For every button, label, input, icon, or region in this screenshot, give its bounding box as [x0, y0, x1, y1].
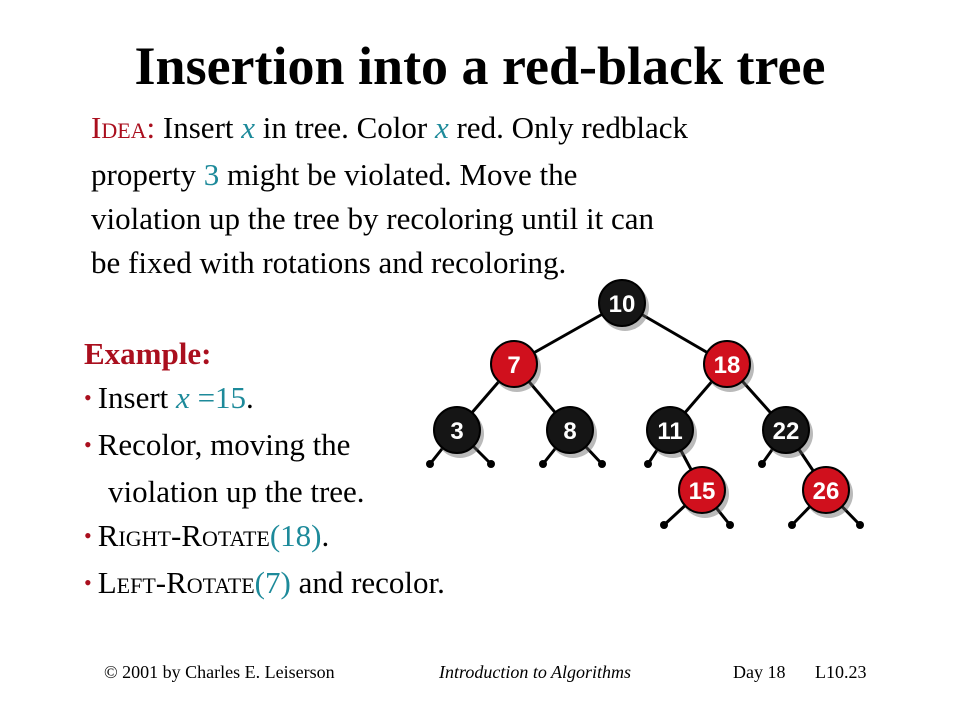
bullet-insert-value: =15: [189, 380, 247, 415]
node-key: 22: [773, 418, 800, 445]
left-rotate-otate: OTATE: [186, 573, 255, 598]
nil-leaf: [487, 460, 495, 468]
bullet-glyph: •: [84, 432, 92, 457]
idea-label-colon: :: [146, 110, 156, 145]
nil-leaf: [758, 460, 766, 468]
nil-leaf: [539, 460, 547, 468]
left-rotate-r: R: [166, 565, 187, 600]
left-rotate-l: L: [97, 565, 117, 600]
bullet-insert: •Insert x =15.: [84, 376, 445, 423]
tree-node-10: 10: [598, 279, 649, 331]
tree-node-8: 8: [546, 406, 597, 458]
bullet-glyph: •: [84, 385, 92, 410]
idea-line-2: property 3 might be violated. Move the: [91, 153, 851, 197]
bullet-recolor-continued: violation up the tree.: [108, 474, 365, 509]
idea-line-1: IDEA: Insert x in tree. Color x red. Onl…: [91, 106, 851, 153]
idea-text-2b: might be violated. Move the: [219, 157, 578, 192]
node-key: 15: [689, 478, 716, 505]
right-rotate-r2: R: [181, 518, 202, 553]
bullet-insert-text: Insert: [97, 380, 177, 415]
tree-nodes: 10 7 18 3 8 11 22 15 26: [433, 279, 853, 518]
right-rotate-ight: IGHT: [118, 526, 171, 551]
idea-paragraph: IDEA: Insert x in tree. Color x red. Onl…: [91, 106, 851, 285]
node-circle: [433, 406, 481, 454]
node-circle: [678, 466, 726, 514]
bullet-insert-period: .: [246, 380, 254, 415]
footer-course: Introduction to Algorithms: [439, 662, 632, 682]
bullet-left-rotate: •LEFT-ROTATE(7) and recolor.: [84, 561, 445, 608]
node-key: 10: [609, 291, 636, 318]
tree-node-11: 11: [646, 406, 697, 458]
idea-property-number: 3: [203, 157, 220, 192]
footer-day: Day 18: [733, 662, 786, 682]
bullet-recolor-text: Recolor, moving the: [97, 427, 351, 462]
idea-var-x-1: x: [241, 110, 256, 145]
node-key: 26: [813, 478, 840, 505]
nil-leaf: [856, 521, 864, 529]
idea-label-initial: I: [91, 110, 102, 145]
node-key: 3: [450, 418, 463, 445]
idea-text-1a: Insert: [155, 110, 242, 145]
right-rotate-dash: -: [170, 518, 182, 553]
slide-title: Insertion into a red-black tree: [134, 36, 826, 96]
node-key: 11: [657, 418, 682, 445]
tree-node-18: 18: [703, 340, 754, 392]
idea-text-2a: property: [91, 157, 204, 192]
tree-node-22: 22: [762, 406, 813, 458]
right-rotate-r1: R: [97, 518, 119, 553]
right-rotate-otate: OTATE: [201, 526, 270, 551]
tree-node-26: 26: [802, 466, 853, 518]
node-circle: [598, 279, 646, 327]
idea-line-3: violation up the tree by recoloring unti…: [91, 201, 655, 236]
node-circle: [490, 340, 538, 388]
example-heading: Example:: [84, 336, 212, 371]
node-circle: [546, 406, 594, 454]
nil-leaf: [726, 521, 734, 529]
left-rotate-arg: (7): [254, 565, 291, 600]
tree-node-15: 15: [678, 466, 729, 518]
idea-label-rest: DEA: [101, 118, 147, 143]
nil-leaf: [426, 460, 434, 468]
footer-copyright: © 2001 by Charles E. Leiserson: [104, 662, 335, 682]
idea-label: IDEA:: [91, 110, 155, 145]
node-circle: [802, 466, 850, 514]
nil-leaf: [644, 460, 652, 468]
bullet-glyph: •: [84, 523, 92, 548]
bullet-recolor: •Recolor, moving the: [84, 423, 445, 470]
node-key: 7: [507, 352, 520, 379]
node-key: 8: [563, 418, 576, 445]
node-circle: [646, 406, 694, 454]
node-key: 18: [714, 352, 741, 379]
right-rotate-arg: (18): [269, 518, 322, 553]
nil-leaf: [788, 521, 796, 529]
nil-leaf: [598, 460, 606, 468]
node-circle: [703, 340, 751, 388]
idea-var-x-2: x: [434, 110, 449, 145]
tree-node-7: 7: [490, 340, 541, 392]
bullet-insert-var: x: [176, 380, 190, 415]
idea-text-1b: in tree. Color: [255, 110, 435, 145]
left-rotate-eft: EFT: [116, 573, 156, 598]
right-rotate-period: .: [321, 518, 330, 553]
nil-leaf: [660, 521, 668, 529]
idea-line-4: be fixed with rotations and recoloring.: [91, 245, 567, 280]
tree-leaves: [426, 460, 864, 529]
node-circle: [762, 406, 810, 454]
left-rotate-end: and recolor.: [290, 565, 445, 600]
left-rotate-dash: -: [155, 565, 167, 600]
idea-text-1c: red. Only redblack: [448, 110, 689, 145]
example-list: Example: •Insert x =15. •Recolor, moving…: [84, 332, 445, 608]
bullet-glyph: •: [84, 570, 92, 595]
footer-slide-number: L10.23: [815, 662, 867, 682]
bullet-right-rotate: •RIGHT-ROTATE(18).: [84, 514, 445, 561]
tree-node-3: 3: [433, 406, 484, 458]
